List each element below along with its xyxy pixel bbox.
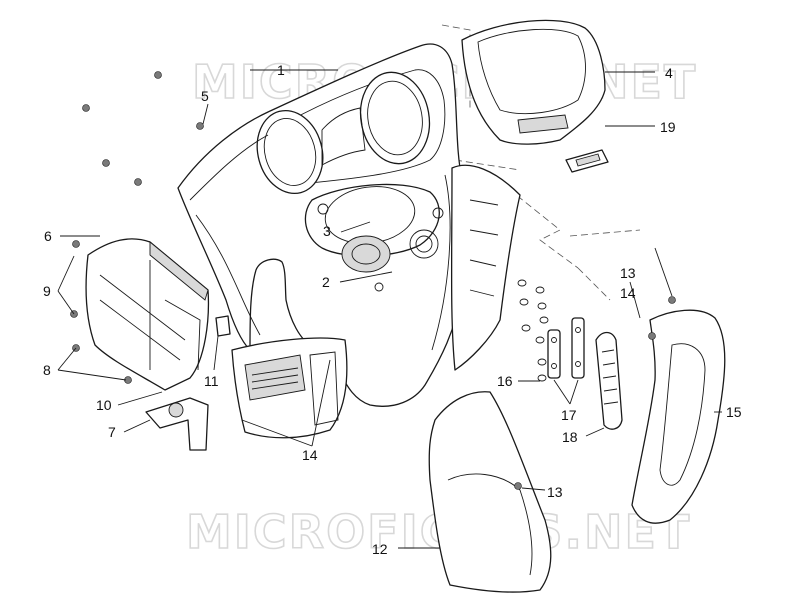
side-duct [450, 164, 521, 371]
top-cover-part-4 [461, 19, 606, 145]
callout-3: 3 [323, 223, 331, 239]
inner-shield-part-1 [177, 43, 468, 407]
callout-7: 7 [108, 424, 116, 440]
nuts-part-16 [517, 279, 549, 382]
callout-8: 8 [43, 362, 51, 378]
callout-11: 11 [204, 373, 219, 389]
callout-12: 12 [372, 541, 388, 557]
leader-lines [57, 69, 722, 549]
callout-19: 19 [660, 119, 676, 135]
callout-4: 4 [665, 65, 673, 81]
bracket-part-7 [145, 397, 209, 451]
callout-14-right: 14 [620, 285, 636, 301]
callout-18: 18 [562, 429, 578, 445]
left-lower-panel-part-14 [231, 337, 348, 439]
right-panel-part-15 [631, 309, 726, 524]
bottom-panel-part-12 [428, 391, 552, 593]
storage-box-part-6 [85, 238, 210, 391]
strips-part-17 [547, 317, 585, 379]
callout-16: 16 [497, 373, 513, 389]
callout-14-left: 14 [302, 447, 318, 463]
clip-part-11 [215, 315, 231, 337]
callout-15: 15 [726, 404, 742, 420]
callout-6: 6 [44, 228, 52, 244]
vent-part-18 [595, 331, 623, 430]
callout-13-bottom: 13 [547, 484, 563, 500]
callout-17: 17 [561, 407, 577, 423]
callout-1: 1 [277, 62, 285, 78]
callout-10: 10 [96, 397, 112, 413]
clip-part-19 [565, 149, 609, 173]
callout-9: 9 [43, 283, 51, 299]
callout-13-right: 13 [620, 265, 636, 281]
callout-2: 2 [322, 274, 330, 290]
callout-5: 5 [201, 88, 209, 104]
callout-labels: 1 5 4 19 6 3 2 9 8 11 10 7 14 13 14 16 1… [43, 62, 742, 557]
